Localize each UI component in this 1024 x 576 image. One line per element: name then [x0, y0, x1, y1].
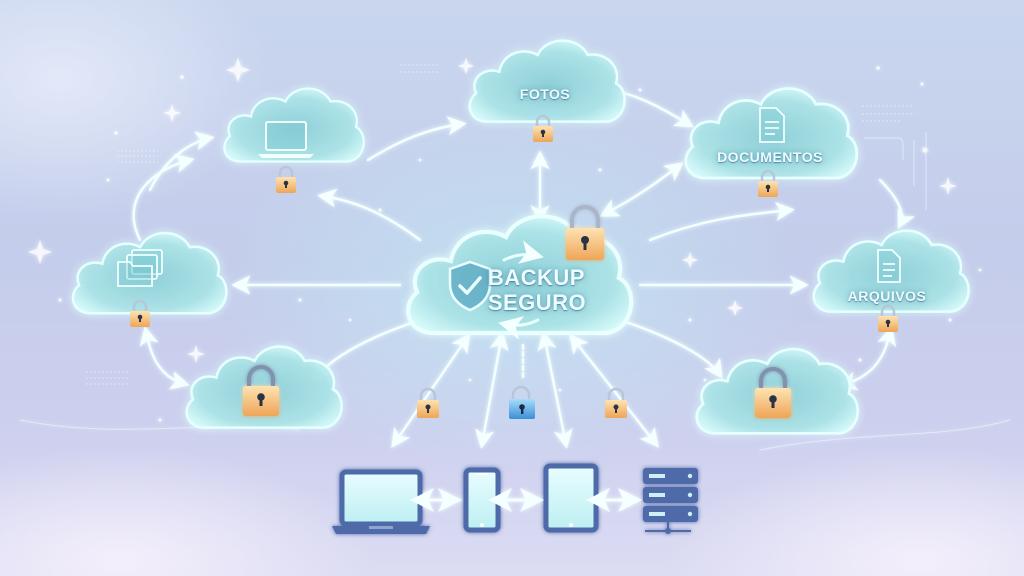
document-icon	[877, 249, 901, 283]
hub-label-line1: BACKUP	[487, 265, 585, 290]
padlock-icon	[533, 114, 553, 142]
padlock-icon	[605, 387, 627, 418]
cloud-label-fotos: FOTOS	[519, 86, 571, 102]
sparkle-icon	[682, 252, 698, 268]
padlock-icon-large	[755, 367, 791, 418]
cloud-documentos	[684, 87, 859, 180]
sparkle-icon	[28, 240, 52, 264]
sparkle-icon	[727, 300, 743, 316]
hub-label: BACKUP SEGURO	[488, 265, 586, 315]
cloud-label-arquivos: ARQUIVOS	[847, 288, 927, 304]
cloud-label-documentos: DOCUMENTOS	[717, 149, 823, 165]
sync-arrows-icon	[498, 240, 544, 340]
cloud-arquivos	[812, 229, 970, 313]
shield-check-icon	[448, 260, 492, 312]
tablet-icon	[543, 463, 599, 533]
padlock-icon	[130, 299, 150, 327]
sparkle-icon	[163, 104, 181, 122]
sparkle-icon	[939, 177, 957, 195]
hub-label-line2: SEGURO	[487, 290, 587, 315]
padlock-icon	[417, 387, 439, 418]
padlock-icon	[758, 169, 778, 197]
decorative-data-lines	[86, 64, 927, 385]
padlock-icon-large	[243, 365, 279, 416]
devices-row	[332, 463, 698, 534]
sparkle-icon	[187, 345, 205, 363]
sparkle-icon	[458, 58, 474, 74]
cloud-laptop	[223, 87, 366, 163]
padlock-icon	[276, 165, 296, 193]
folders-icon	[117, 249, 163, 287]
sparkle-icon	[226, 58, 250, 82]
padlocks	[130, 114, 898, 419]
smartphone-icon	[463, 467, 501, 533]
document-icon	[759, 107, 785, 143]
laptop-icon	[258, 121, 314, 158]
server-icon	[643, 468, 698, 534]
padlock-icon-blue	[509, 385, 535, 419]
cloud-folders	[71, 231, 228, 315]
padlock-icon-large	[566, 205, 604, 260]
connection-arrows	[19, 88, 1011, 451]
laptop-icon	[332, 469, 430, 534]
cloud-backup-hub	[408, 216, 631, 340]
cloud-fotos	[468, 39, 626, 123]
padlock-icon	[878, 304, 898, 332]
